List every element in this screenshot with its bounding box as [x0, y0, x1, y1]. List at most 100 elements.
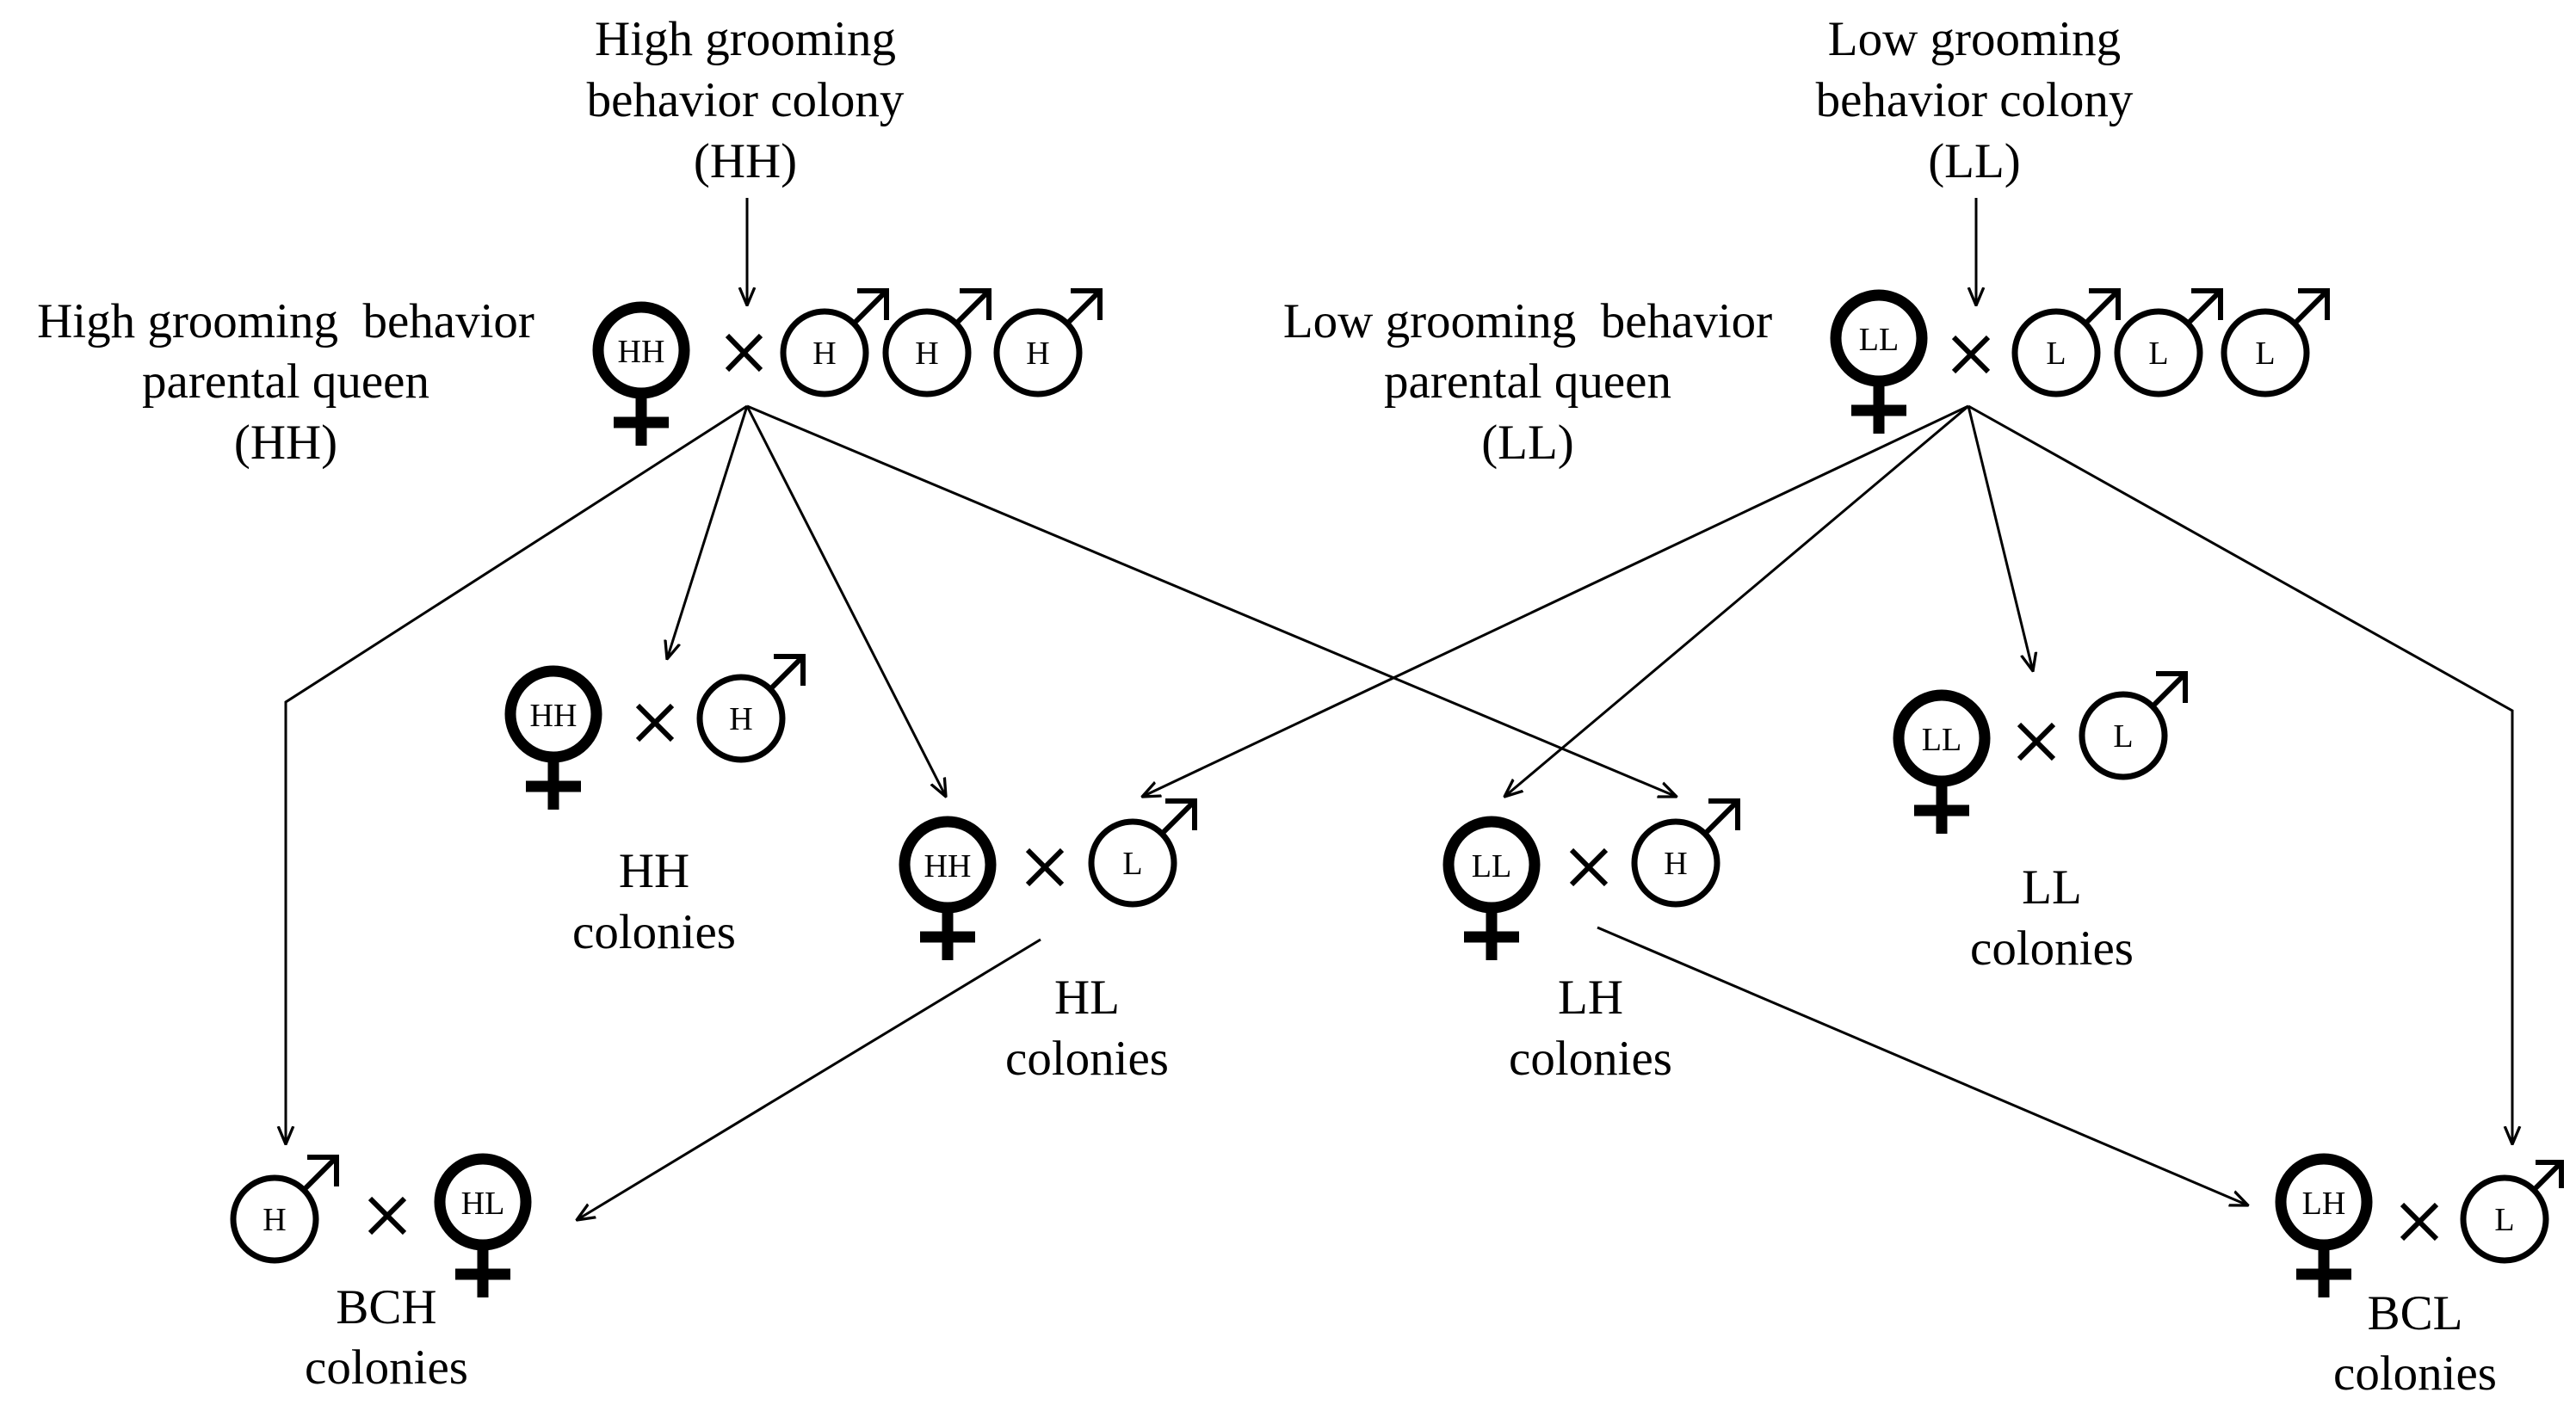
svg-text:Low grooming behavior: Low grooming behavior [1283, 294, 1772, 348]
colony-label-bch: BCH colonies [305, 1280, 468, 1395]
svg-text:H: H [263, 1202, 286, 1238]
cross-icon [1025, 847, 1065, 887]
male-symbol: H [882, 288, 991, 397]
high-grooming-colony-label: High grooming behavior colony (HH) [587, 12, 905, 188]
female-symbol: HH [504, 665, 602, 810]
colony-label-lh: LH colonies [1509, 971, 1672, 1086]
svg-text:parental queen: parental queen [1384, 354, 1671, 409]
male-symbol: L [2079, 671, 2188, 780]
svg-text:LL: LL [1859, 322, 1899, 358]
arrow-high-parent-to-hl [745, 405, 946, 797]
svg-text:HH: HH [619, 844, 689, 898]
svg-text:colonies: colonies [1509, 1032, 1672, 1086]
svg-text:H: H [915, 336, 938, 372]
svg-text:H: H [1664, 846, 1687, 882]
arrow-high-parent-to-lh [746, 404, 1677, 797]
svg-text:colonies: colonies [572, 905, 736, 959]
svg-text:L: L [2046, 336, 2066, 372]
svg-text:(LL): (LL) [1481, 416, 1574, 470]
female-symbol: LL [1830, 289, 1928, 434]
svg-text:H: H [1026, 336, 1049, 372]
colony-label-bcl: BCL colonies [2333, 1286, 2497, 1401]
svg-text:H: H [812, 336, 836, 372]
male-symbol: L [2221, 288, 2330, 397]
svg-text:High grooming behavior: High grooming behavior [37, 294, 534, 348]
svg-text:LL: LL [2022, 860, 2082, 915]
svg-text:colonies: colonies [2333, 1346, 2497, 1401]
svg-text:L: L [1122, 846, 1142, 882]
male-symbol: H [1631, 798, 1740, 908]
svg-text:L: L [2148, 336, 2168, 372]
svg-text:(HH): (HH) [694, 134, 797, 188]
cross-icon [368, 1196, 407, 1236]
arrow-low-parent-to-ll [1967, 405, 2033, 671]
male-symbol: H [993, 288, 1103, 397]
svg-text:HH: HH [618, 334, 665, 370]
svg-text:colonies: colonies [1005, 1032, 1169, 1086]
arrow-low-parent-to-bcl [1968, 404, 2512, 1144]
svg-text:BCL: BCL [2368, 1286, 2463, 1340]
cross-icon [2017, 722, 2056, 761]
colony-label-hl: HL colonies [1005, 971, 1169, 1086]
cross-icon [2400, 1202, 2439, 1242]
svg-text:Low grooming: Low grooming [1828, 12, 2121, 66]
cross-icon [1951, 335, 1991, 374]
cross-bcl: LH L BCL colonies [2275, 1153, 2564, 1401]
svg-text:L: L [2255, 336, 2275, 372]
svg-text:LH: LH [2302, 1186, 2346, 1222]
high-parental-queen-label: High grooming behavior parental queen (H… [37, 294, 534, 470]
svg-text:(HH): (HH) [234, 416, 337, 470]
svg-text:colonies: colonies [305, 1340, 468, 1395]
svg-text:colonies: colonies [1970, 921, 2134, 976]
male-symbol: L [2011, 288, 2121, 397]
low-parental-queen-label: Low grooming behavior parental queen (LL… [1283, 294, 1772, 470]
low-grooming-colony-label: Low grooming behavior colony (LL) [1816, 12, 2134, 188]
female-symbol: HH [592, 301, 690, 446]
svg-text:behavior colony: behavior colony [1816, 73, 2134, 127]
svg-text:High grooming: High grooming [595, 12, 896, 66]
svg-text:H: H [729, 701, 752, 737]
colony-label-hh: HH colonies [572, 844, 736, 959]
cross-hl: HH L HL colonies [899, 798, 1197, 1086]
svg-text:L: L [2113, 718, 2133, 755]
svg-text:LH: LH [1558, 971, 1623, 1025]
cross-bch: H HL BCH colonies [230, 1153, 532, 1395]
parent-cross-low: LL L L L [1830, 288, 2330, 434]
svg-text:LL: LL [1472, 848, 1511, 884]
female-symbol: LH [2275, 1153, 2373, 1297]
svg-text:parental queen: parental queen [142, 354, 429, 409]
cross-icon [725, 333, 763, 373]
svg-text:HH: HH [924, 848, 972, 884]
svg-text:HL: HL [461, 1186, 505, 1222]
cross-icon [635, 703, 675, 743]
svg-text:(LL): (LL) [1928, 134, 2021, 188]
male-symbol: H [780, 288, 889, 397]
parent-cross-high: HH H H H [592, 288, 1103, 446]
male-symbol: H [230, 1155, 339, 1264]
arrow-high-parent-to-bch [286, 404, 748, 1144]
colony-label-ll: LL colonies [1970, 860, 2134, 976]
svg-text:HH: HH [530, 698, 578, 734]
connectors [286, 198, 2512, 1220]
arrow-hl-to-bch [577, 938, 1041, 1220]
svg-text:HL: HL [1054, 971, 1120, 1025]
male-symbol: L [2460, 1160, 2564, 1264]
svg-text:LL: LL [1922, 722, 1961, 758]
arrow-low-parent-to-lh [1504, 404, 1969, 797]
arrow-high-parent-to-hh [667, 405, 749, 659]
female-symbol: HH [899, 816, 997, 960]
cross-hh: HH H HH colonies [504, 654, 806, 959]
cross-ll: LL L LL colonies [1893, 671, 2188, 976]
svg-text:L: L [2494, 1202, 2514, 1238]
arrow-low-parent-to-hl [1142, 404, 1969, 797]
cross-lh: LL H LH colonies [1442, 798, 1740, 1086]
svg-text:BCH: BCH [336, 1280, 436, 1334]
male-symbol: L [1088, 798, 1197, 908]
male-symbol: H [696, 654, 806, 763]
arrow-lh-to-bcl [1597, 926, 2248, 1205]
male-symbol: L [2114, 288, 2223, 397]
svg-text:behavior colony: behavior colony [587, 73, 905, 127]
female-symbol: LL [1893, 689, 1991, 834]
cross-icon [1569, 847, 1609, 887]
